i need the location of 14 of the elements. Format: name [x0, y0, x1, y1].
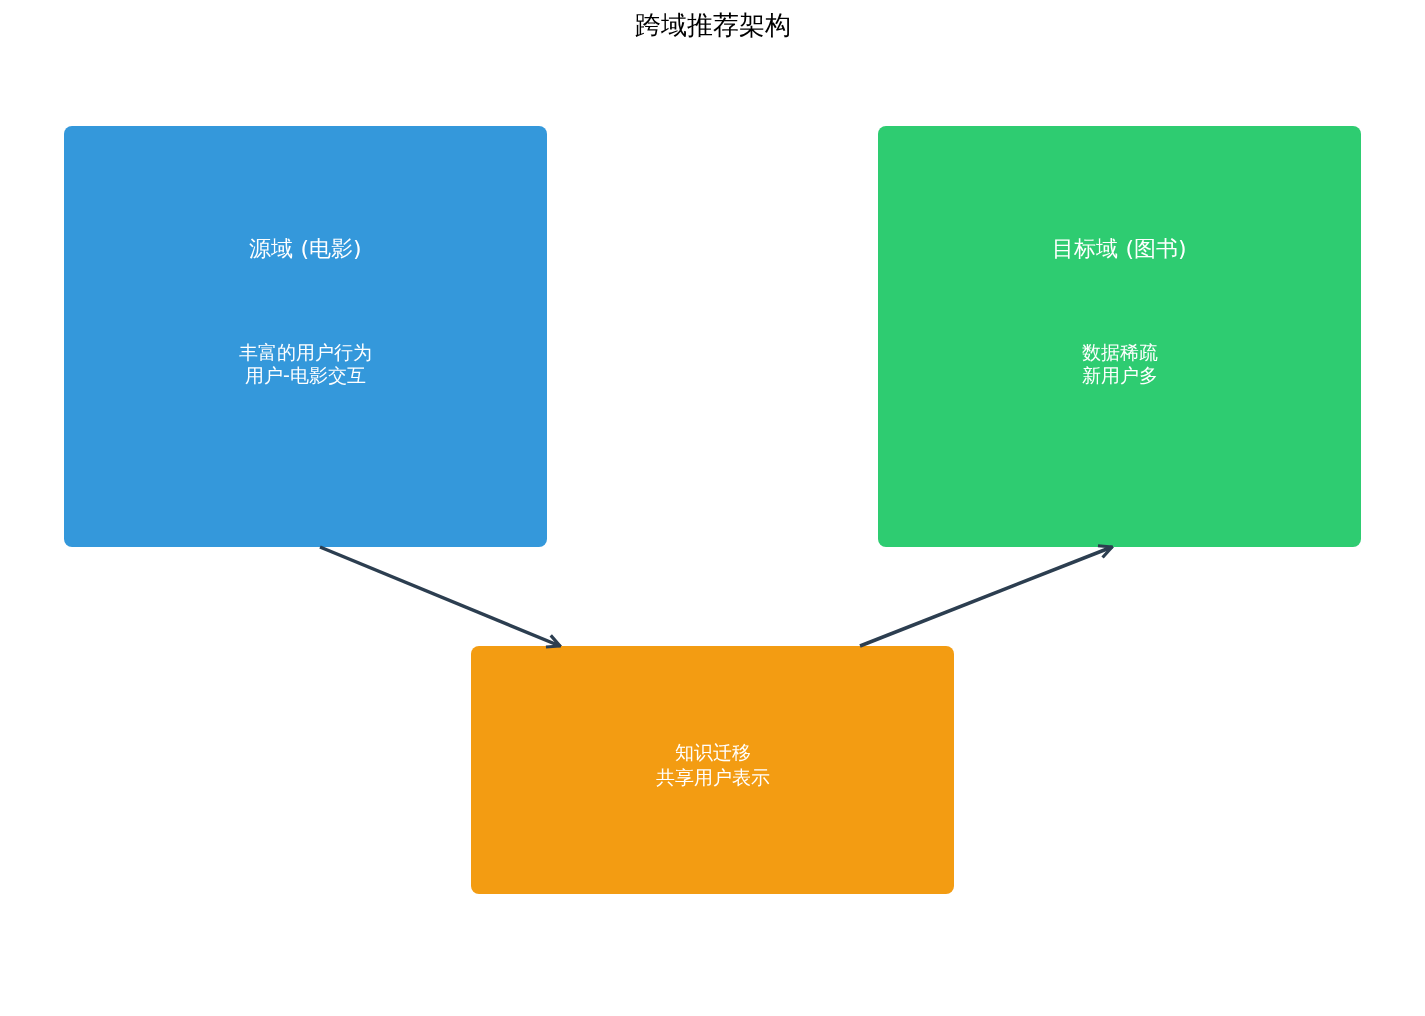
box-text: 知识迁移: [674, 741, 751, 763]
box-text: 用户-电影交互: [245, 364, 366, 386]
arrow: [319, 545, 562, 649]
process-box: [471, 646, 954, 894]
box-text: 数据稀疏: [1081, 341, 1158, 363]
box-heading: 源域 (电影): [249, 236, 362, 261]
box-text: 新用户多: [1081, 364, 1158, 386]
process-box: [878, 126, 1361, 547]
box-text: 共享用户表示: [655, 766, 770, 788]
box-text: 丰富的用户行为: [239, 341, 372, 363]
box-heading: 目标域 (图书): [1052, 236, 1187, 261]
process-box: [64, 126, 547, 547]
arrow: [859, 544, 1114, 648]
diagram-title: 跨域推荐架构: [634, 10, 791, 40]
